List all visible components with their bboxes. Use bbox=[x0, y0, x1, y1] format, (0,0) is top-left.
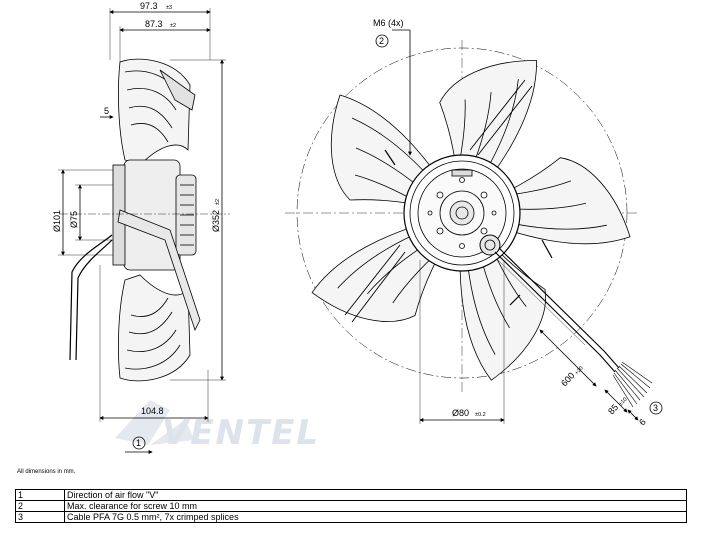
dim-diameter-101: Ø101 bbox=[52, 210, 62, 232]
watermark-text: VENTEL bbox=[162, 413, 320, 453]
dim-diameter-75: Ø75 bbox=[69, 211, 79, 228]
legend-number: 1 bbox=[15, 489, 65, 501]
cable-wires bbox=[612, 361, 653, 408]
splice-length: 6 bbox=[637, 417, 648, 427]
legend-table: 1 Direction of air flow "V" 2 Max. clear… bbox=[15, 489, 687, 523]
screw-label: M6 (4x) bbox=[373, 18, 404, 28]
legend-row: 2 Max. clearance for screw 10 mm bbox=[15, 500, 687, 512]
cable-length-tol: +20 bbox=[574, 365, 585, 376]
callout-1: 1 bbox=[125, 436, 153, 454]
dim-body-depth: 87.3 bbox=[145, 19, 163, 29]
front-view bbox=[285, 29, 653, 424]
side-view-labels: 97.3 ±3 87.3 ±2 5 Ø101 Ø75 Ø352 ±2 104.8 bbox=[52, 1, 221, 416]
legend-row: 3 Cable PFA 7G 0.5 mm², 7x crimped splic… bbox=[15, 511, 687, 523]
watermark-fan-icon bbox=[115, 400, 195, 445]
dim-overall-depth-tol: ±3 bbox=[166, 5, 172, 11]
legend-row: 1 Direction of air flow "V" bbox=[15, 489, 687, 501]
legend-number: 3 bbox=[15, 511, 65, 523]
callout-2-circle bbox=[375, 34, 389, 48]
legend-text: Cable PFA 7G 0.5 mm², 7x crimped splices bbox=[64, 511, 687, 523]
dim-body-depth-tol: ±2 bbox=[170, 23, 176, 29]
callout-2-label: 2 bbox=[379, 36, 384, 46]
callout-3-circle bbox=[649, 401, 663, 415]
side-view bbox=[58, 8, 230, 422]
callout-1-label: 1 bbox=[136, 438, 141, 448]
hub-diameter: Ø80 bbox=[452, 408, 469, 418]
dim-base-length: 104.8 bbox=[141, 406, 164, 416]
dimensions-note: All dimensions in mm. bbox=[17, 469, 76, 475]
strip-length: 85 bbox=[606, 402, 620, 416]
dim-overall-depth: 97.3 bbox=[140, 1, 158, 11]
legend-text: Direction of air flow "V" bbox=[64, 489, 687, 501]
legend-number: 2 bbox=[15, 500, 65, 512]
strip-length-tol: ±10 bbox=[618, 397, 629, 408]
dim-diameter-352: Ø352 bbox=[211, 210, 221, 232]
callout-3-label: 3 bbox=[653, 403, 658, 413]
dim-diameter-352-tol: ±2 bbox=[215, 199, 221, 205]
technical-drawing: VENTEL bbox=[52, 1, 663, 454]
dim-clearance: 5 bbox=[104, 106, 109, 116]
hub-diameter-tol: ±0.2 bbox=[475, 412, 486, 418]
legend-text: Max. clearance for screw 10 mm bbox=[64, 500, 687, 512]
